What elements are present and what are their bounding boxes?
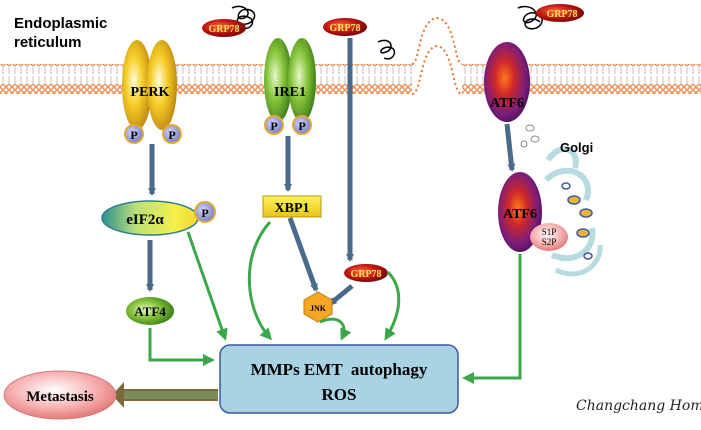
effect-arrows bbox=[148, 220, 522, 384]
outcome-line1: MMPs EMT autophagy bbox=[251, 360, 428, 379]
ire1-label: IRE1 bbox=[274, 85, 306, 100]
svg-text:P: P bbox=[168, 128, 175, 142]
golgi-label: Golgi bbox=[560, 140, 593, 155]
atf6-golgi-label: ATF6 bbox=[503, 207, 537, 222]
perk-receptor: PERK bbox=[122, 40, 177, 130]
er-label-line2: reticulum bbox=[14, 34, 82, 51]
phospho-site: P bbox=[264, 115, 284, 135]
svg-text:P: P bbox=[270, 119, 277, 133]
jnk-label: JNK bbox=[310, 304, 327, 313]
s1p-s2p-protease: S1P S2P bbox=[530, 223, 568, 251]
svg-text:P: P bbox=[130, 128, 137, 142]
unfolded-protein-icon bbox=[231, 5, 256, 30]
grp78-chaperone: GRP78 bbox=[536, 4, 584, 22]
unfolded-protein-icon bbox=[377, 39, 396, 60]
metastasis-label: Metastasis bbox=[26, 389, 94, 405]
phospho-site: P bbox=[292, 115, 312, 135]
xbp1-label: XBP1 bbox=[275, 201, 310, 216]
xbp1-node: XBP1 bbox=[262, 195, 322, 218]
outcome-line2: ROS bbox=[322, 385, 357, 404]
outcome-box: MMPs EMT autophagy ROS bbox=[219, 344, 459, 414]
atf4-node: ATF4 bbox=[126, 297, 174, 325]
jnk-node: JNK bbox=[303, 291, 333, 323]
grp78-chaperone: GRP78 bbox=[202, 19, 246, 37]
metastasis-arrow bbox=[112, 382, 218, 408]
grp78-label: GRP78 bbox=[546, 9, 577, 20]
phospho-site: P bbox=[162, 124, 182, 144]
grp78-label: GRP78 bbox=[329, 23, 360, 34]
eif2a-node: eIF2α bbox=[101, 200, 199, 236]
signal-arrows bbox=[146, 38, 516, 306]
grp78-chaperone: GRP78 bbox=[344, 264, 388, 282]
grp78-label: GRP78 bbox=[208, 24, 239, 35]
atf6-receptor: ATF6 bbox=[484, 42, 530, 122]
er-label-line1: Endoplasmic bbox=[14, 15, 107, 32]
grp78-chaperone: GRP78 bbox=[323, 18, 367, 36]
s2p-label: S2P bbox=[542, 237, 557, 247]
golgi-apparatus bbox=[520, 124, 603, 277]
metastasis-node: Metastasis bbox=[3, 370, 117, 420]
s1p-label: S1P bbox=[542, 227, 557, 237]
author-signature: Changchang Hom bbox=[576, 398, 701, 414]
grp78-label: GRP78 bbox=[350, 269, 381, 280]
svg-text:P: P bbox=[201, 206, 208, 220]
ire1-receptor: IRE1 bbox=[264, 38, 316, 122]
atf6-label: ATF6 bbox=[490, 96, 524, 111]
eif2a-label: eIF2α bbox=[126, 212, 164, 228]
phospho-site: P bbox=[194, 201, 216, 223]
svg-text:P: P bbox=[298, 119, 305, 133]
phospho-site: P bbox=[124, 124, 144, 144]
atf4-label: ATF4 bbox=[134, 304, 166, 319]
atf6-golgi: ATF6 bbox=[498, 172, 542, 252]
perk-label: PERK bbox=[131, 85, 170, 100]
